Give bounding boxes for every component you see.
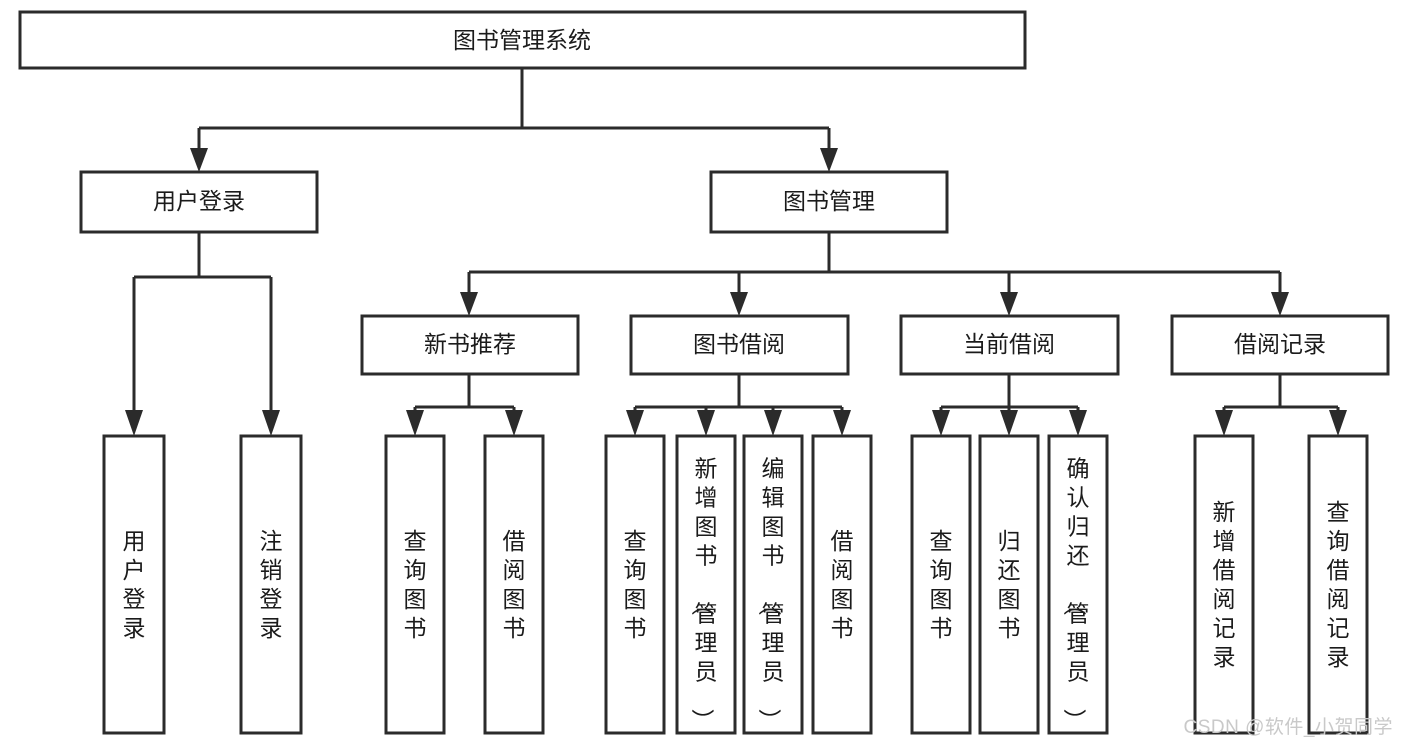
leaf-borrow-book-rec-box[interactable] <box>483 434 545 735</box>
connector-book-manage-bus <box>467 232 1282 296</box>
node-root[interactable]: 图书管理系统 <box>18 10 1027 70</box>
node-borrow-record-label: 借阅记录 <box>1234 331 1326 357</box>
leaf-add-borrow-record[interactable]: 新增借阅记录 <box>1193 434 1255 735</box>
node-current-borrow[interactable]: 当前借阅 <box>899 314 1120 376</box>
leaf-return-book-box[interactable] <box>978 434 1040 735</box>
connector-current-borrow-bus <box>939 374 1080 412</box>
leaf-query-book-borrow[interactable]: 查询图书 <box>604 434 666 735</box>
arrow-head-to-current-borrow <box>1000 292 1018 316</box>
arrow-head-to-borrow-record <box>1271 292 1289 316</box>
leaf-add-book-admin-box[interactable] <box>675 434 737 735</box>
arrow-head-to-leaf-query-record <box>1329 410 1347 436</box>
connector-user-login-bus <box>132 232 273 412</box>
node-book-borrow-box[interactable] <box>629 314 850 376</box>
leaf-borrow-book-borrow-box[interactable] <box>811 434 873 735</box>
leaf-query-borrow-record-label: 查询借阅记录 <box>1327 499 1350 670</box>
leaf-query-book-borrow-label: 查询图书 <box>624 528 647 641</box>
node-book-borrow-label: 图书借阅 <box>693 331 785 357</box>
arrow-head-to-leaf-return-book <box>1000 410 1018 436</box>
leaf-logout-box[interactable] <box>239 434 303 735</box>
leaf-query-book-borrow-box[interactable] <box>604 434 666 735</box>
node-current-borrow-label: 当前借阅 <box>963 331 1055 357</box>
leaf-add-borrow-record-box[interactable] <box>1193 434 1255 735</box>
leaf-query-borrow-record[interactable]: 查询借阅记录 <box>1307 434 1369 735</box>
leaf-query-book-rec[interactable]: 查询图书 <box>384 434 446 735</box>
node-root-box[interactable] <box>18 10 1027 70</box>
arrow-head-to-user-login <box>190 148 208 172</box>
leaf-edit-book-admin-label: 编辑图书（管理员） <box>757 456 785 732</box>
node-new-book-recommend-box[interactable] <box>360 314 580 376</box>
leaf-query-book-rec-box[interactable] <box>384 434 446 735</box>
leaf-return-book[interactable]: 归还图书 <box>978 434 1040 735</box>
arrow-head-to-leaf-edit-book <box>764 410 782 436</box>
arrow-head-to-leaf-add-record <box>1215 410 1233 436</box>
leaf-add-book-admin-label: 新增图书（管理员） <box>690 456 718 732</box>
leaf-query-book-rec-label: 查询图书 <box>404 528 427 641</box>
leaf-confirm-return-admin-label: 确认归还（管理员） <box>1062 456 1090 732</box>
leaf-add-borrow-record-label: 新增借阅记录 <box>1213 499 1236 670</box>
node-borrow-record[interactable]: 借阅记录 <box>1170 314 1390 376</box>
connector-new-book-rec-bus <box>413 374 516 412</box>
leaf-return-book-label: 归还图书 <box>998 528 1021 641</box>
leaf-borrow-book-rec-label: 借阅图书 <box>503 528 526 641</box>
node-book-manage[interactable]: 图书管理 <box>709 170 949 234</box>
node-borrow-record-box[interactable] <box>1170 314 1390 376</box>
leaf-user-login[interactable]: 用户登录 <box>102 434 166 735</box>
arrow-head-to-book-manage <box>820 148 838 172</box>
arrow-head-to-leaf-confirm-return <box>1069 410 1087 436</box>
leaf-query-book-current[interactable]: 查询图书 <box>910 434 972 735</box>
arrow-head-to-leaf-logout <box>262 410 280 436</box>
arrow-head-to-leaf-query-book-1 <box>406 410 424 436</box>
connector-root-bus <box>197 68 831 152</box>
leaf-logout-label: 注销登录 <box>260 528 283 641</box>
leaf-edit-book-admin-box[interactable] <box>742 434 804 735</box>
arrow-head-to-new-book-rec <box>460 292 478 316</box>
node-new-book-recommend[interactable]: 新书推荐 <box>360 314 580 376</box>
leaf-user-login-box[interactable] <box>102 434 166 735</box>
leaf-query-borrow-record-box[interactable] <box>1307 434 1369 735</box>
node-new-book-recommend-label: 新书推荐 <box>424 331 516 357</box>
leaf-borrow-book-rec[interactable]: 借阅图书 <box>483 434 545 735</box>
node-book-borrow[interactable]: 图书借阅 <box>629 314 850 376</box>
node-book-manage-box[interactable] <box>709 170 949 234</box>
leaf-add-book-admin[interactable]: 新增图书（管理员） <box>675 434 737 735</box>
connector-borrow-record-bus <box>1222 374 1340 412</box>
arrow-head-to-leaf-add-book <box>697 410 715 436</box>
arrow-head-to-leaf-borrow-book-1 <box>505 410 523 436</box>
node-root-label: 图书管理系统 <box>453 27 591 53</box>
connector-layer <box>125 68 1347 436</box>
node-user-login-label: 用户登录 <box>153 188 245 214</box>
leaf-node-group: 用户登录 注销登录 查询图书 借阅图书 查询图书 新增图书（管理员） 编辑图书（… <box>102 434 1369 735</box>
leaf-edit-book-admin[interactable]: 编辑图书（管理员） <box>742 434 804 735</box>
node-current-borrow-box[interactable] <box>899 314 1120 376</box>
arrow-head-to-leaf-user-login <box>125 410 143 436</box>
arrow-head-to-leaf-query-book-3 <box>932 410 950 436</box>
leaf-logout[interactable]: 注销登录 <box>239 434 303 735</box>
node-user-login-box[interactable] <box>79 170 319 234</box>
arrow-head-to-book-borrow <box>730 292 748 316</box>
node-book-manage-label: 图书管理 <box>783 188 875 214</box>
leaf-query-book-current-box[interactable] <box>910 434 972 735</box>
leaf-user-login-label: 用户登录 <box>123 528 146 641</box>
connector-book-borrow-bus <box>633 374 844 412</box>
leaf-query-book-current-label: 查询图书 <box>930 528 953 641</box>
arrow-head-to-leaf-borrow-book-2 <box>833 410 851 436</box>
leaf-confirm-return-admin[interactable]: 确认归还（管理员） <box>1047 434 1109 735</box>
leaf-borrow-book-borrow-label: 借阅图书 <box>831 528 854 641</box>
leaf-borrow-book-borrow[interactable]: 借阅图书 <box>811 434 873 735</box>
node-user-login[interactable]: 用户登录 <box>79 170 319 234</box>
leaf-confirm-return-admin-box[interactable] <box>1047 434 1109 735</box>
arrow-head-to-leaf-query-book-2 <box>626 410 644 436</box>
